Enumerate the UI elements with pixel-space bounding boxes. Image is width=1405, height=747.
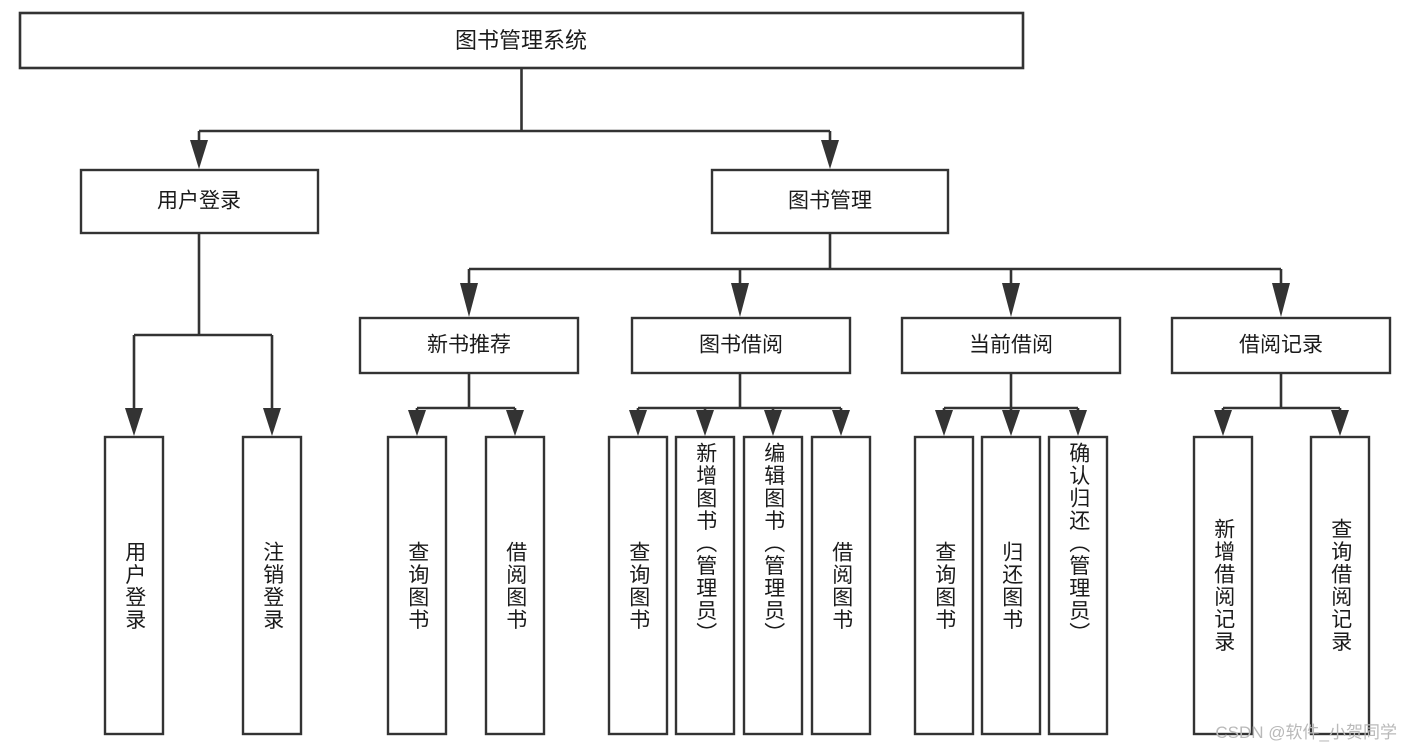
label-new-book-recommend: 新书推荐 (427, 334, 511, 357)
node-leaf-borrow-book[interactable] (810, 435, 872, 736)
arrow-head-userlogin (190, 140, 208, 169)
node-leaf-add-borrow-record[interactable] (1192, 435, 1254, 736)
arrow-head-borrowrecord (1272, 283, 1290, 317)
arrow-head-leaf-user-login-1 (125, 408, 143, 436)
node-borrow-record[interactable] (1170, 316, 1392, 375)
watermark: CSDN @软件_小贺同学 (1215, 723, 1397, 742)
arrow-head-leaf-currentborrow-3 (1069, 410, 1087, 436)
arrow-head-currentborrow (1002, 283, 1020, 317)
node-user-login[interactable] (79, 168, 320, 235)
arrow-head-leaf-currentborrow-1 (935, 410, 953, 436)
node-label-group: 图书管理系统 用户登录 图书管理 新书推荐 图书借阅 当前借阅 借阅记录 (157, 28, 1323, 357)
node-leaf-query-borrow-record[interactable] (1309, 435, 1371, 736)
node-leaf-query-book-current[interactable] (913, 435, 975, 736)
node-new-book-recommend[interactable] (358, 316, 580, 375)
connector-group (125, 68, 1349, 436)
arrow-head-newbook (460, 283, 478, 317)
node-book-borrow[interactable] (630, 316, 852, 375)
node-leaf-logout-login[interactable] (241, 435, 303, 736)
node-leaf-add-book-admin[interactable] (674, 435, 736, 736)
node-leaf-query-book-borrow[interactable] (607, 435, 669, 736)
arrow-head-bookmgmt (821, 140, 839, 169)
arrow-head-leaf-user-login-2 (263, 408, 281, 436)
arrow-head-leaf-newbook-1 (408, 410, 426, 436)
node-root-system[interactable] (18, 11, 1025, 70)
node-leaf-user-login[interactable] (103, 435, 165, 736)
node-leaf-confirm-return-admin[interactable] (1047, 435, 1109, 736)
node-leaf-return-book[interactable] (980, 435, 1042, 736)
node-current-borrow[interactable] (900, 316, 1122, 375)
node-leaf-edit-book-admin[interactable] (742, 435, 804, 736)
node-leaf-query-book-newbook[interactable] (386, 435, 448, 736)
arrow-head-leaf-borrowrecord-2 (1331, 410, 1349, 436)
label-user-login: 用户登录 (157, 190, 241, 213)
arrow-head-leaf-bookborrow-3 (764, 410, 782, 436)
node-leaf-borrow-book-newbook[interactable] (484, 435, 546, 736)
node-box-group (18, 11, 1392, 736)
label-root-system: 图书管理系统 (455, 28, 587, 53)
label-book-borrow: 图书借阅 (699, 334, 783, 357)
label-current-borrow: 当前借阅 (969, 334, 1053, 357)
arrow-head-leaf-bookborrow-2 (696, 410, 714, 436)
arrow-head-leaf-currentborrow-2 (1002, 410, 1020, 436)
arrow-head-bookborrow (731, 283, 749, 317)
arrow-head-leaf-bookborrow-1 (629, 410, 647, 436)
arrow-head-leaf-newbook-2 (506, 410, 524, 436)
arrow-head-leaf-borrowrecord-1 (1214, 410, 1232, 436)
label-borrow-record: 借阅记录 (1239, 334, 1323, 357)
arrow-head-leaf-bookborrow-4 (832, 410, 850, 436)
node-book-management[interactable] (710, 168, 950, 235)
label-book-management: 图书管理 (788, 190, 872, 213)
